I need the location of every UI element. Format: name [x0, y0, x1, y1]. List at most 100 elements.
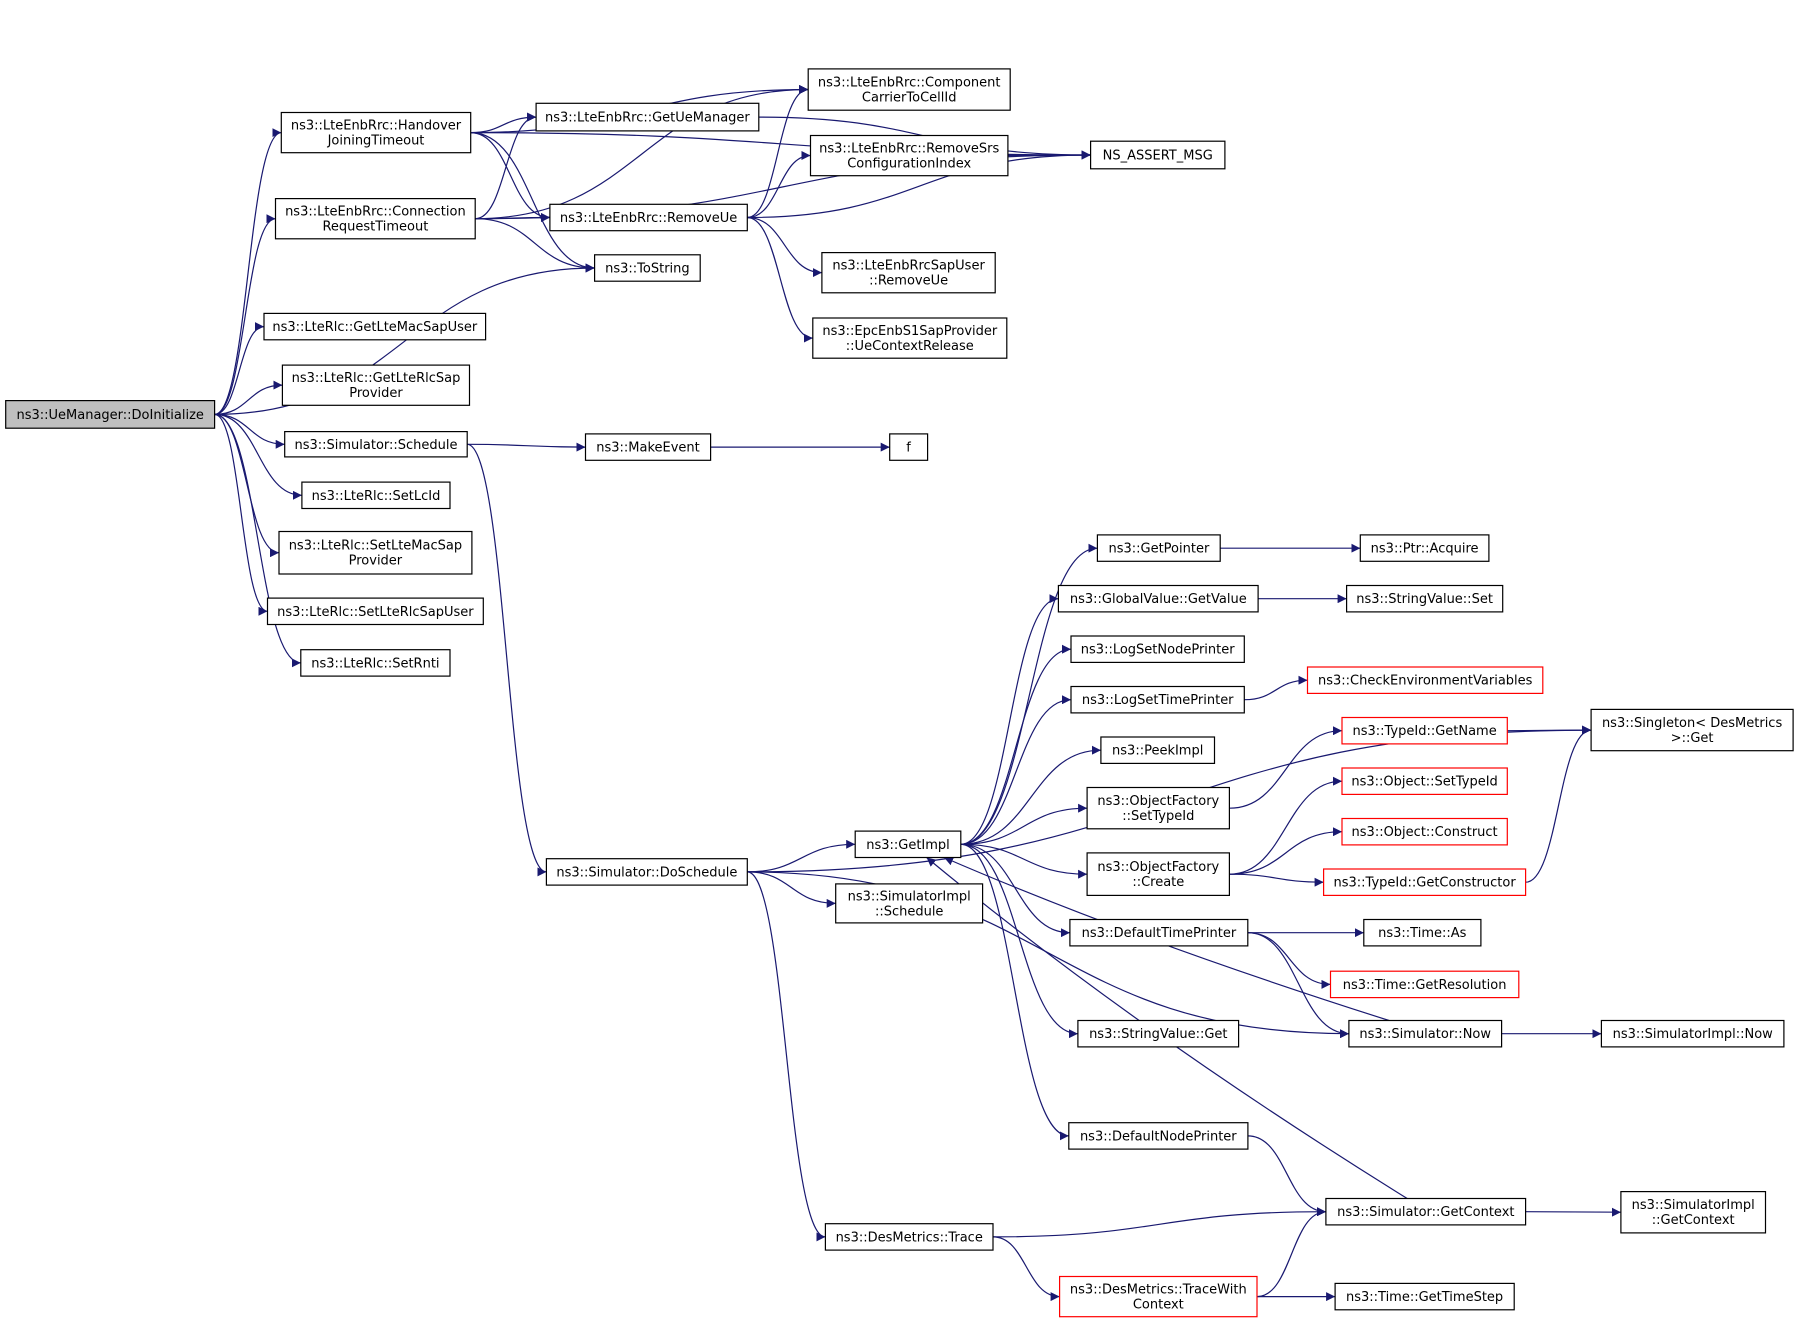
- node-setrnti[interactable]: ns3::LteRlc::SetRnti: [300, 649, 451, 677]
- node-peekimpl[interactable]: ns3::PeekImpl: [1100, 736, 1216, 764]
- edge-simgetcontext-to-simimplgetctx: [1525, 1207, 1621, 1217]
- node-label: ::GetContext: [1652, 1213, 1735, 1228]
- node-objconstruct[interactable]: ns3::Object::Construct: [1341, 817, 1508, 846]
- edge-removeue-to-assert: [747, 150, 1091, 219]
- edge-removeue-to-component: [747, 85, 809, 219]
- node-label: ns3::LteEnbRrc::Connection: [285, 205, 466, 220]
- node-getmac[interactable]: ns3::LteRlc::GetLteMacSapUser: [263, 312, 487, 341]
- node-box: [1086, 786, 1230, 830]
- node-getpointer[interactable]: ns3::GetPointer: [1096, 534, 1221, 562]
- node-simimplnow[interactable]: ns3::SimulatorImpl::Now: [1600, 1019, 1785, 1048]
- node-box: [1096, 534, 1221, 562]
- node-label: CarrierToCellId: [862, 91, 957, 106]
- node-label: RequestTimeout: [322, 220, 428, 235]
- node-box: [854, 830, 962, 859]
- node-setlcid[interactable]: ns3::LteRlc::SetLcId: [301, 481, 451, 510]
- edge-removesrs-to-assert: [1007, 150, 1091, 160]
- node-simgetcontext[interactable]: ns3::Simulator::GetContext: [1325, 1197, 1527, 1226]
- edge-root-to-setrnti: [214, 413, 301, 668]
- node-label: ns3::EpcEnbS1SapProvider: [822, 324, 998, 339]
- edge-getimpl-to-ofcreate: [960, 843, 1088, 879]
- edge-ofcreate-to-objconstruct: [1229, 827, 1343, 875]
- node-box: [1069, 918, 1249, 947]
- edge-ofsettypeid-to-typeidgetname: [1229, 726, 1343, 809]
- edge-schedule-to-makeevent: [467, 442, 586, 452]
- node-getuemgr[interactable]: ns3::LteEnbRrc::GetUeManager: [535, 102, 760, 132]
- edge-ofcreate-to-typeidgetctor: [1229, 873, 1324, 887]
- node-typeidgetname[interactable]: ns3::TypeId::GetName: [1341, 716, 1508, 745]
- node-simnow[interactable]: ns3::Simulator::Now: [1348, 1019, 1503, 1048]
- edge-getimpl-to-peekimpl: [960, 745, 1101, 845]
- node-label: ns3::PeekImpl: [1112, 744, 1203, 759]
- node-label: ns3::Simulator::DoSchedule: [556, 865, 737, 880]
- node-defnodeprinter[interactable]: ns3::DefaultNodePrinter: [1068, 1122, 1249, 1150]
- node-doschedule[interactable]: ns3::Simulator::DoSchedule: [545, 858, 748, 886]
- node-getimpl[interactable]: ns3::GetImpl: [854, 830, 962, 859]
- node-label: ns3::SimulatorImpl: [848, 889, 971, 904]
- node-timegetstep[interactable]: ns3::Time::GetTimeStep: [1334, 1282, 1515, 1311]
- edge-schedule-to-doschedule: [467, 443, 547, 877]
- node-tostring[interactable]: ns3::ToString: [593, 254, 701, 282]
- node-label: ns3::StringValue::Set: [1356, 592, 1493, 607]
- node-box: [284, 431, 468, 458]
- node-ofcreate[interactable]: ns3::ObjectFactory::Create: [1086, 852, 1230, 897]
- node-box: [593, 254, 701, 282]
- node-singleton[interactable]: ns3::Singleton< DesMetrics>::Get: [1590, 708, 1794, 752]
- node-ofsettypeid[interactable]: ns3::ObjectFactory::SetTypeId: [1086, 786, 1230, 830]
- node-box: [263, 312, 487, 341]
- edge-getimpl-to-ofsettypeid: [960, 803, 1088, 845]
- node-objsettypeid[interactable]: ns3::Object::SetTypeId: [1341, 767, 1508, 795]
- node-label: ConfigurationIndex: [847, 157, 971, 172]
- edge-removeue-to-epc: [747, 216, 813, 343]
- node-lognode[interactable]: ns3::LogSetNodePrinter: [1070, 635, 1245, 663]
- node-label: ns3::LteEnbRrc::Handover: [291, 119, 462, 134]
- node-sapuser[interactable]: ns3::LteEnbRrcSapUser::RemoveUe: [821, 252, 996, 294]
- node-label: ns3::Ptr::Acquire: [1371, 542, 1479, 557]
- node-ptracquire[interactable]: ns3::Ptr::Acquire: [1359, 534, 1490, 562]
- node-label: ns3::LteEnbRrc::RemoveUe: [560, 211, 737, 226]
- edge-desmtrace-to-desmtracectx: [992, 1236, 1060, 1302]
- node-label: ns3::Singleton< DesMetrics: [1602, 716, 1783, 731]
- node-box: [1086, 852, 1230, 897]
- node-removesrs[interactable]: ns3::LteEnbRrc::RemoveSrsConfigurationIn…: [809, 134, 1009, 177]
- node-box: [1070, 685, 1245, 714]
- node-timegetres[interactable]: ns3::Time::GetResolution: [1329, 970, 1520, 999]
- edge-doschedule-to-desmtrace: [747, 871, 826, 1242]
- node-svset[interactable]: ns3::StringValue::Set: [1345, 584, 1504, 613]
- node-makeevent[interactable]: ns3::MakeEvent: [584, 433, 712, 461]
- node-label: ns3::GetPointer: [1108, 542, 1209, 557]
- node-label: ns3::LteRlc::SetLteRlcSapUser: [277, 605, 474, 620]
- edge-ofcreate-to-objsettypeid: [1229, 776, 1343, 875]
- node-setrlcsapuser[interactable]: ns3::LteRlc::SetLteRlcSapUser: [266, 597, 484, 626]
- node-root[interactable]: ns3::UeManager::DoInitialize: [5, 400, 216, 429]
- edge-removeue-to-sapuser: [747, 216, 822, 278]
- node-assert[interactable]: NS_ASSERT_MSG: [1089, 140, 1226, 170]
- node-deftimeprinter[interactable]: ns3::DefaultTimePrinter: [1069, 918, 1249, 947]
- node-checkenv[interactable]: ns3::CheckEnvironmentVariables: [1306, 666, 1544, 694]
- node-simimplsched[interactable]: ns3::SimulatorImpl::Schedule: [835, 883, 984, 924]
- node-box: [549, 203, 748, 232]
- edges: [214, 85, 1621, 1302]
- node-svget[interactable]: ns3::StringValue::Get: [1077, 1019, 1240, 1048]
- node-typeidgetctor[interactable]: ns3::TypeId::GetConstructor: [1322, 868, 1527, 896]
- node-f[interactable]: f: [889, 433, 929, 461]
- edge-root-to-getmac: [214, 322, 265, 415]
- node-epc[interactable]: ns3::EpcEnbS1SapProvider::UeContextRelea…: [812, 317, 1008, 359]
- node-label: ::UeContextRelease: [846, 339, 974, 354]
- node-schedule[interactable]: ns3::Simulator::Schedule: [284, 431, 468, 458]
- node-box: [1334, 1282, 1515, 1311]
- node-box: [1077, 1019, 1240, 1048]
- node-desmtrace[interactable]: ns3::DesMetrics::Trace: [824, 1223, 994, 1251]
- node-logtime[interactable]: ns3::LogSetTimePrinter: [1070, 685, 1245, 714]
- node-removeue[interactable]: ns3::LteEnbRrc::RemoveUe: [549, 203, 748, 232]
- node-timeas[interactable]: ns3::Time::As: [1363, 918, 1482, 947]
- node-gvgetvalue[interactable]: ns3::GlobalValue::GetValue: [1057, 584, 1259, 613]
- node-simimplgetctx[interactable]: ns3::SimulatorImpl::GetContext: [1620, 1190, 1767, 1234]
